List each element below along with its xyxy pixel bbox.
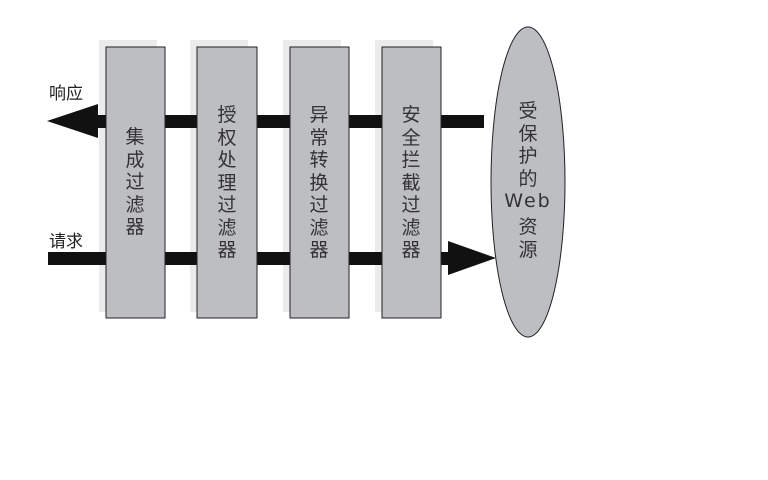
filter-box-integration	[105, 46, 166, 319]
resource-label-line2: Web	[504, 190, 552, 212]
filter-label-authorization: 授权处理过滤器	[217, 104, 237, 261]
filter-box-exception	[289, 46, 350, 319]
filter-label-security: 安全拦截过滤器	[401, 104, 421, 261]
web-resource-ellipse	[490, 26, 566, 338]
request-label: 请求	[49, 232, 83, 252]
filter-label-exception: 异常转换过滤器	[309, 104, 329, 261]
filter-box-security	[381, 46, 442, 319]
resource-label-line3: 资源	[518, 216, 538, 261]
resource-label-line1: 受保护的	[518, 100, 538, 190]
request-arrowhead	[448, 241, 496, 275]
filter-box-authorization	[196, 46, 258, 319]
filter-label-integration: 集成过滤器	[125, 126, 145, 238]
response-arrowhead	[47, 104, 98, 138]
response-label: 响应	[49, 84, 83, 104]
